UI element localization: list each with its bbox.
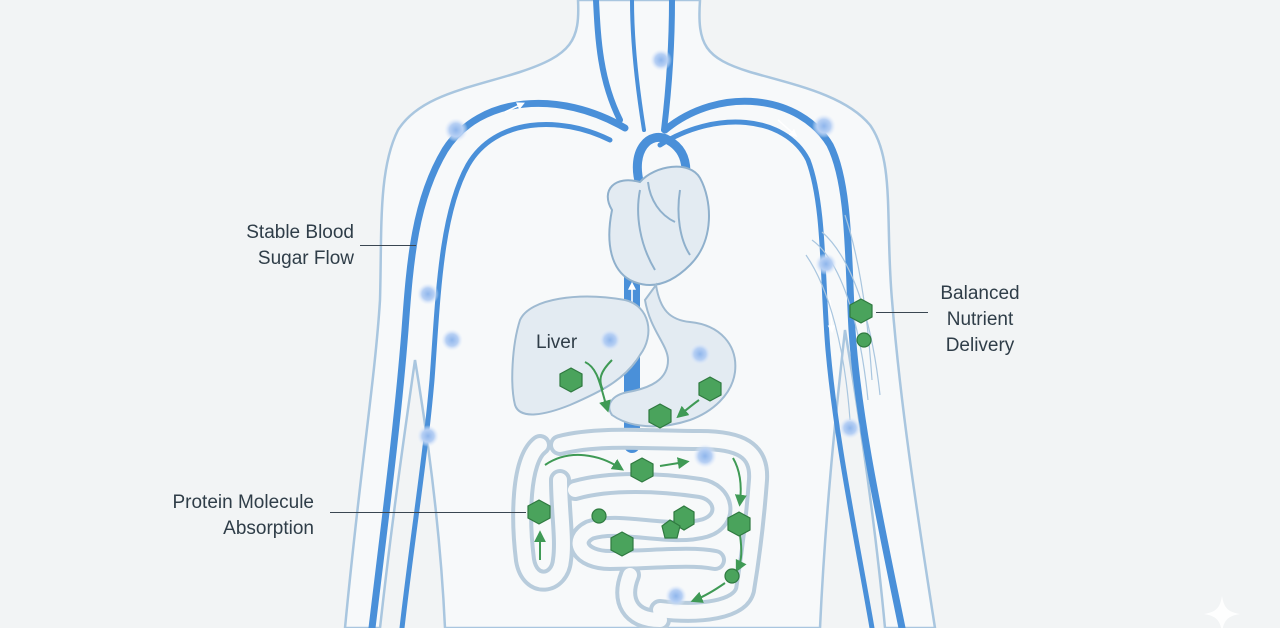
protein-molecule-hexagon	[631, 458, 653, 482]
glucose-particle	[599, 329, 621, 351]
protein-molecule-sphere	[857, 333, 871, 347]
protein-molecule-sphere	[725, 569, 739, 583]
label-liver: Liver	[536, 330, 577, 356]
protein-molecule-hexagon	[699, 377, 721, 401]
protein-molecule-hexagon	[611, 532, 633, 556]
label-line: Nutrient	[920, 307, 1040, 333]
glucose-particle	[665, 585, 687, 607]
glucose-particle	[839, 417, 861, 439]
glucose-particle	[650, 49, 672, 71]
sparkle-icon	[1204, 596, 1240, 628]
glucose-particle	[689, 343, 711, 365]
glucose-particle	[693, 444, 717, 468]
label-line: Stable Blood	[210, 220, 354, 246]
label-line: Sugar Flow	[210, 246, 354, 272]
label-line: Absorption	[130, 516, 314, 542]
protein-molecule-hexagon	[649, 404, 671, 428]
label-line: Protein Molecule	[130, 490, 314, 516]
label-protein-absorption: Protein Molecule Absorption	[130, 490, 314, 542]
glucose-particle	[444, 118, 468, 142]
label-balanced-nutrient: Balanced Nutrient Delivery	[920, 281, 1040, 359]
protein-molecule-hexagon	[560, 368, 582, 392]
glucose-particle	[812, 114, 836, 138]
protein-molecule-hexagon	[528, 500, 550, 524]
protein-molecule-hexagon	[728, 512, 750, 536]
label-line: Delivery	[920, 333, 1040, 359]
glucose-particle	[441, 329, 463, 351]
label-stable-blood-sugar: Stable Blood Sugar Flow	[210, 220, 354, 272]
protein-molecule-sphere	[592, 509, 606, 523]
glucose-particle	[417, 425, 439, 447]
leader-line-protein	[330, 512, 526, 513]
leader-line-nutrient	[876, 312, 928, 313]
glucose-particle	[417, 283, 439, 305]
label-line: Balanced	[920, 281, 1040, 307]
label-line: Liver	[536, 330, 577, 356]
leader-line-blood-sugar	[360, 245, 416, 246]
protein-molecule-hexagon	[850, 299, 872, 323]
glucose-particle	[815, 253, 837, 275]
